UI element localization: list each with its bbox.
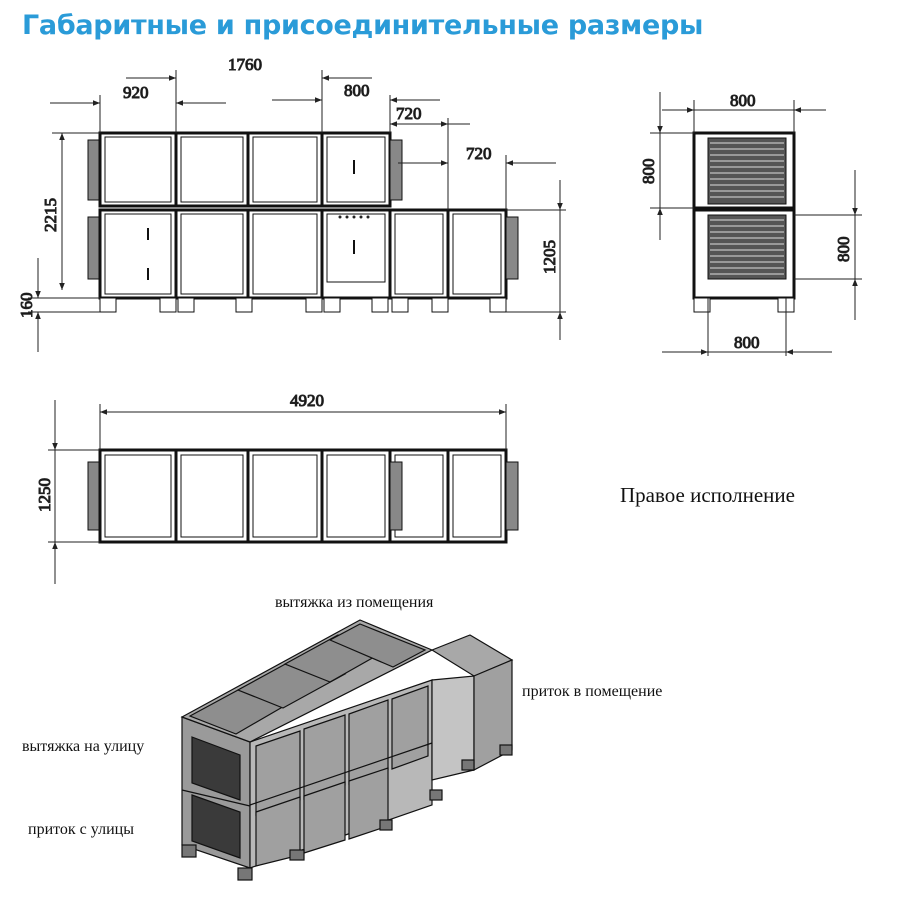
dim-920: 920 [123, 83, 149, 102]
plan-dimensions: 4920 1250 [35, 391, 507, 584]
dim-1250: 1250 [35, 478, 54, 512]
plan-view [87, 448, 519, 544]
dim-1760: 1760 [228, 55, 262, 74]
dim-4920: 4920 [290, 391, 324, 410]
dim-side-800-top: 800 [730, 91, 756, 110]
label-exhaust-from-room: вытяжка из помещения [275, 594, 434, 611]
dim-side-800-bottom: 800 [734, 333, 760, 352]
dim-side-800-upper: 800 [639, 159, 658, 185]
dim-side-800-lower: 800 [834, 237, 853, 263]
dim-160: 160 [17, 293, 36, 319]
label-exhaust-to-street: вытяжка на улицу [22, 738, 144, 755]
front-view [87, 131, 519, 313]
label-supply-to-room: приток в помещение [522, 683, 662, 700]
front-dimensions: 1760 920 800 720 720 2215 1205 160 [17, 55, 566, 352]
dim-2215: 2215 [41, 198, 60, 232]
side-dimensions: 800 800 800 800 [639, 91, 862, 356]
dim-720-b: 720 [466, 144, 492, 163]
side-view [692, 131, 796, 313]
dim-800: 800 [344, 81, 370, 100]
execution-label: Правое исполнение [620, 483, 795, 507]
label-supply-from-street: приток с улицы [28, 821, 134, 838]
dim-720-a: 720 [396, 104, 422, 123]
dim-1205: 1205 [540, 240, 559, 274]
page-title: Габаритные и присоединительные размеры [22, 10, 704, 41]
isometric-view [180, 619, 514, 881]
